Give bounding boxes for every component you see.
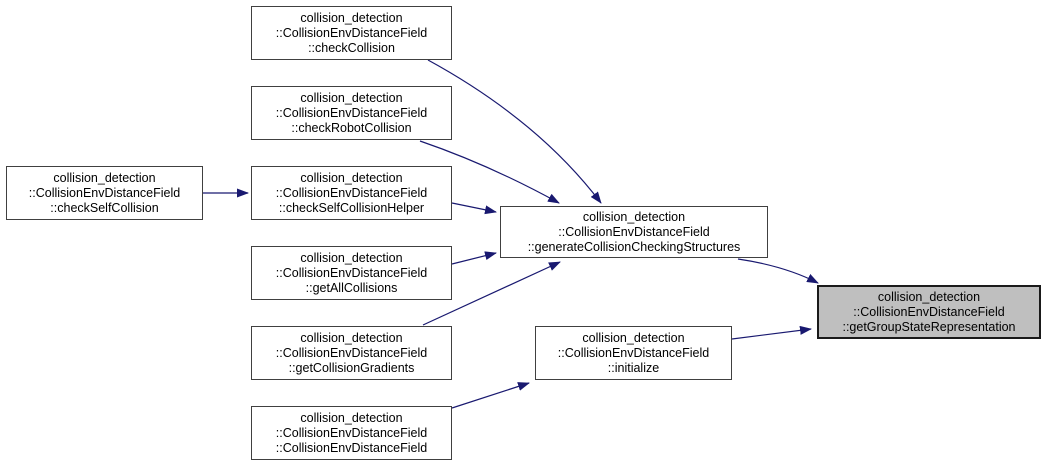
node-get-collision-gradients[interactable]: collision_detection ::CollisionEnvDistan… <box>251 326 452 380</box>
node-generate-collision-checking-structures[interactable]: collision_detection ::CollisionEnvDistan… <box>500 206 768 258</box>
node-label-line: ::CollisionEnvDistanceField <box>275 265 428 280</box>
edge-initialize-to-getgroupstaterepresentation <box>731 325 812 340</box>
edge-collisionenvdistancefield-to-initialize <box>451 382 530 409</box>
node-label-line: collision_detection <box>582 209 686 224</box>
node-label-line: ::checkSelfCollisionHelper <box>278 200 425 215</box>
node-label-line: ::CollisionEnvDistanceField <box>275 185 428 200</box>
node-get-all-collisions[interactable]: collision_detection ::CollisionEnvDistan… <box>251 246 452 300</box>
node-label-line: ::generateCollisionCheckingStructures <box>527 239 741 254</box>
node-label-line: ::CollisionEnvDistanceField <box>558 224 710 239</box>
node-label-line: ::CollisionEnvDistanceField <box>275 105 428 120</box>
node-label-line: collision_detection <box>300 90 403 105</box>
edge-generatecollisioncheckingstructures-to-getgroupstaterepresentation <box>737 258 819 284</box>
node-label-line: collision_detection <box>300 170 403 185</box>
node-label-line: collision_detection <box>582 330 685 345</box>
node-check-self-collision[interactable]: collision_detection ::CollisionEnvDistan… <box>6 166 203 220</box>
edge-getcollisiongradients-to-generatecollisioncheckingstructures <box>422 261 561 326</box>
node-label-line: ::CollisionEnvDistanceField <box>28 185 181 200</box>
node-label-line: ::getAllCollisions <box>305 280 398 295</box>
node-label-line: ::checkRobotCollision <box>291 120 412 135</box>
node-label-line: ::getCollisionGradients <box>288 360 415 375</box>
node-label-line: ::getGroupStateRepresentation <box>842 319 1016 334</box>
node-label-line: collision_detection <box>300 250 403 265</box>
node-label-line: ::CollisionEnvDistanceField <box>557 345 710 360</box>
node-collision-env-distance-field-constructor[interactable]: collision_detection ::CollisionEnvDistan… <box>251 406 452 460</box>
node-label-line: ::initialize <box>607 360 660 375</box>
node-label-line: ::CollisionEnvDistanceField <box>275 425 428 440</box>
node-label-line: collision_detection <box>877 289 981 304</box>
node-label-line: collision_detection <box>300 10 403 25</box>
node-label-line: collision_detection <box>53 170 156 185</box>
edge-checkselfcollisionhelper-to-generatecollisioncheckingstructures <box>451 202 497 215</box>
node-label-line: collision_detection <box>300 410 403 425</box>
node-check-robot-collision[interactable]: collision_detection ::CollisionEnvDistan… <box>251 86 452 140</box>
node-label-line: ::CollisionEnvDistanceField <box>275 440 428 455</box>
node-check-collision[interactable]: collision_detection ::CollisionEnvDistan… <box>251 6 452 60</box>
node-label-line: collision_detection <box>300 330 403 345</box>
edge-getallcollisions-to-generatecollisioncheckingstructures <box>451 251 497 265</box>
node-label-line: ::CollisionEnvDistanceField <box>275 345 428 360</box>
edge-checkrobotcollision-to-generatecollisioncheckingstructures <box>419 140 560 204</box>
node-initialize[interactable]: collision_detection ::CollisionEnvDistan… <box>535 326 732 380</box>
node-label-line: ::checkSelfCollision <box>50 200 159 215</box>
node-get-group-state-representation-current: collision_detection ::CollisionEnvDistan… <box>817 285 1041 339</box>
node-check-self-collision-helper[interactable]: collision_detection ::CollisionEnvDistan… <box>251 166 452 220</box>
edge-checkcollision-to-generatecollisioncheckingstructures <box>427 59 602 204</box>
node-label-line: ::CollisionEnvDistanceField <box>853 304 1005 319</box>
node-label-line: ::checkCollision <box>308 40 395 55</box>
node-label-line: ::CollisionEnvDistanceField <box>275 25 428 40</box>
